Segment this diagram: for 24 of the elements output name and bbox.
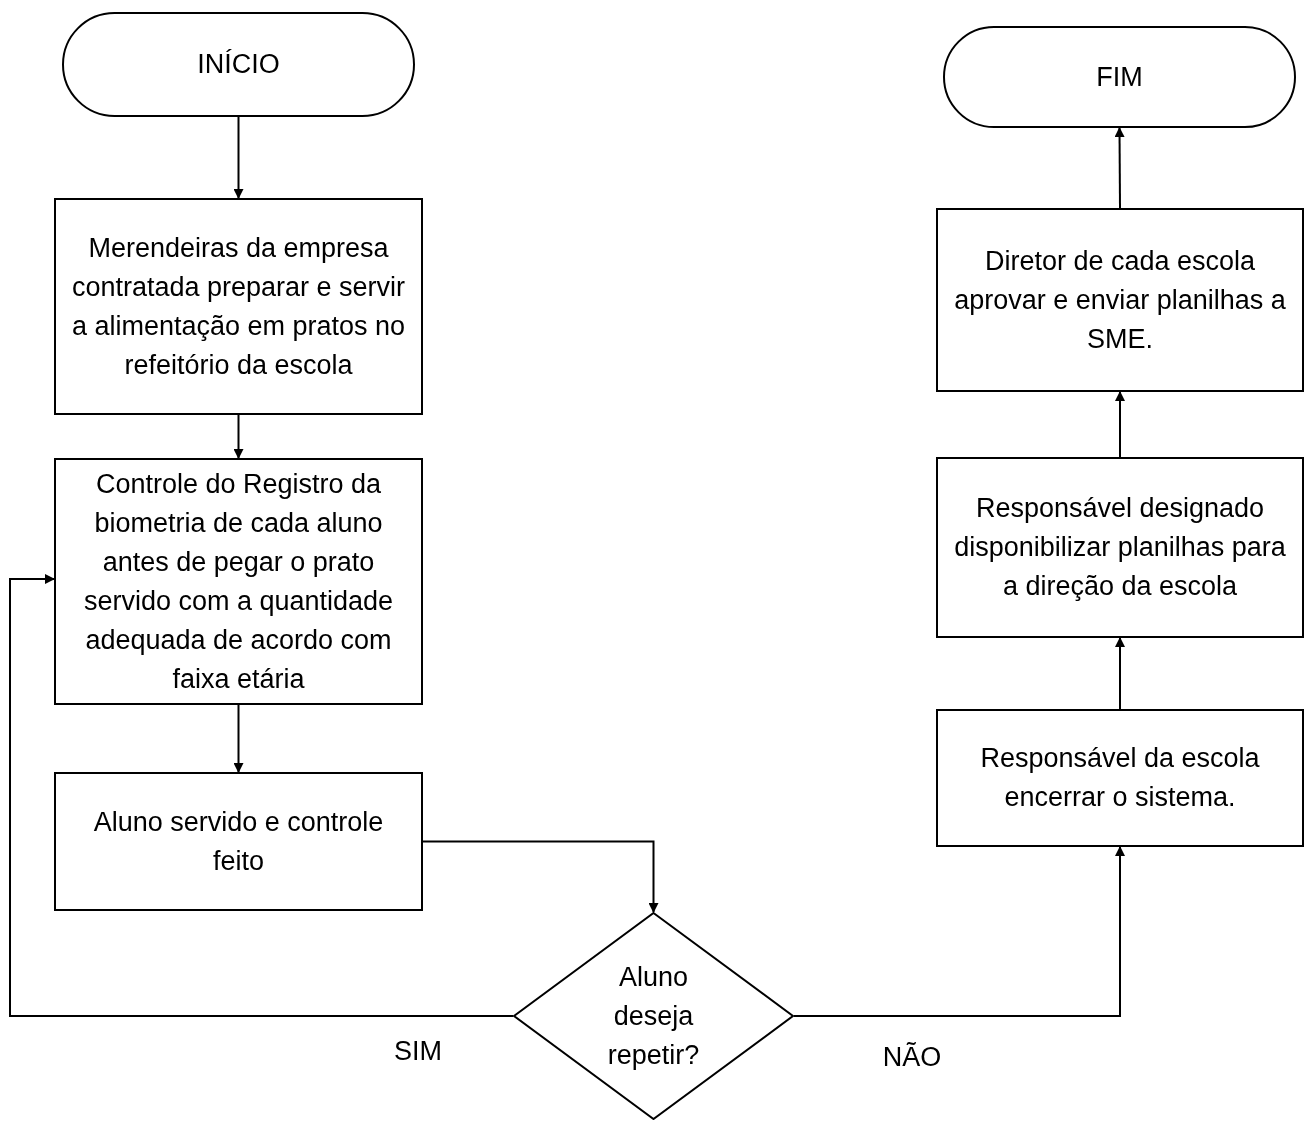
arrow — [233, 704, 244, 773]
node-text: INÍCIO — [197, 48, 280, 81]
arrow — [233, 116, 244, 199]
process-box — [54, 772, 423, 911]
arrow — [1115, 391, 1125, 458]
process-box — [936, 208, 1304, 392]
arrow — [1114, 127, 1125, 209]
process-box — [936, 709, 1304, 847]
process-box — [54, 458, 423, 705]
node-text: Aluno servido e controle feito — [92, 805, 385, 878]
node-text: Responsável da escola encerrar o sistema. — [979, 742, 1261, 814]
arrow — [793, 846, 1125, 1017]
node-text: Diretor de cada escola aprovar e enviar planilhas a SME. — [953, 244, 1287, 356]
node-text: Controle do Registro da biometria de cada aluno antes de pegar o prato servido com a quantidade adequada de acordo com faixa etária — [82, 467, 395, 696]
arrow — [9, 574, 514, 1017]
node-text: Merendeiras da empresa contratada preparar e servir a alimentação em pratos no refeitório da escola — [70, 231, 407, 382]
node-text: FIM — [1096, 60, 1143, 94]
arrow — [1115, 637, 1125, 710]
node-text: Aluno deseja repetir? — [606, 960, 701, 1072]
process-box — [54, 198, 423, 415]
process-box — [936, 457, 1304, 638]
arrow — [422, 840, 659, 913]
arrow — [233, 414, 244, 459]
node-text: Responsável designado disponibilizar planilhas para a direção da escola — [953, 492, 1287, 603]
